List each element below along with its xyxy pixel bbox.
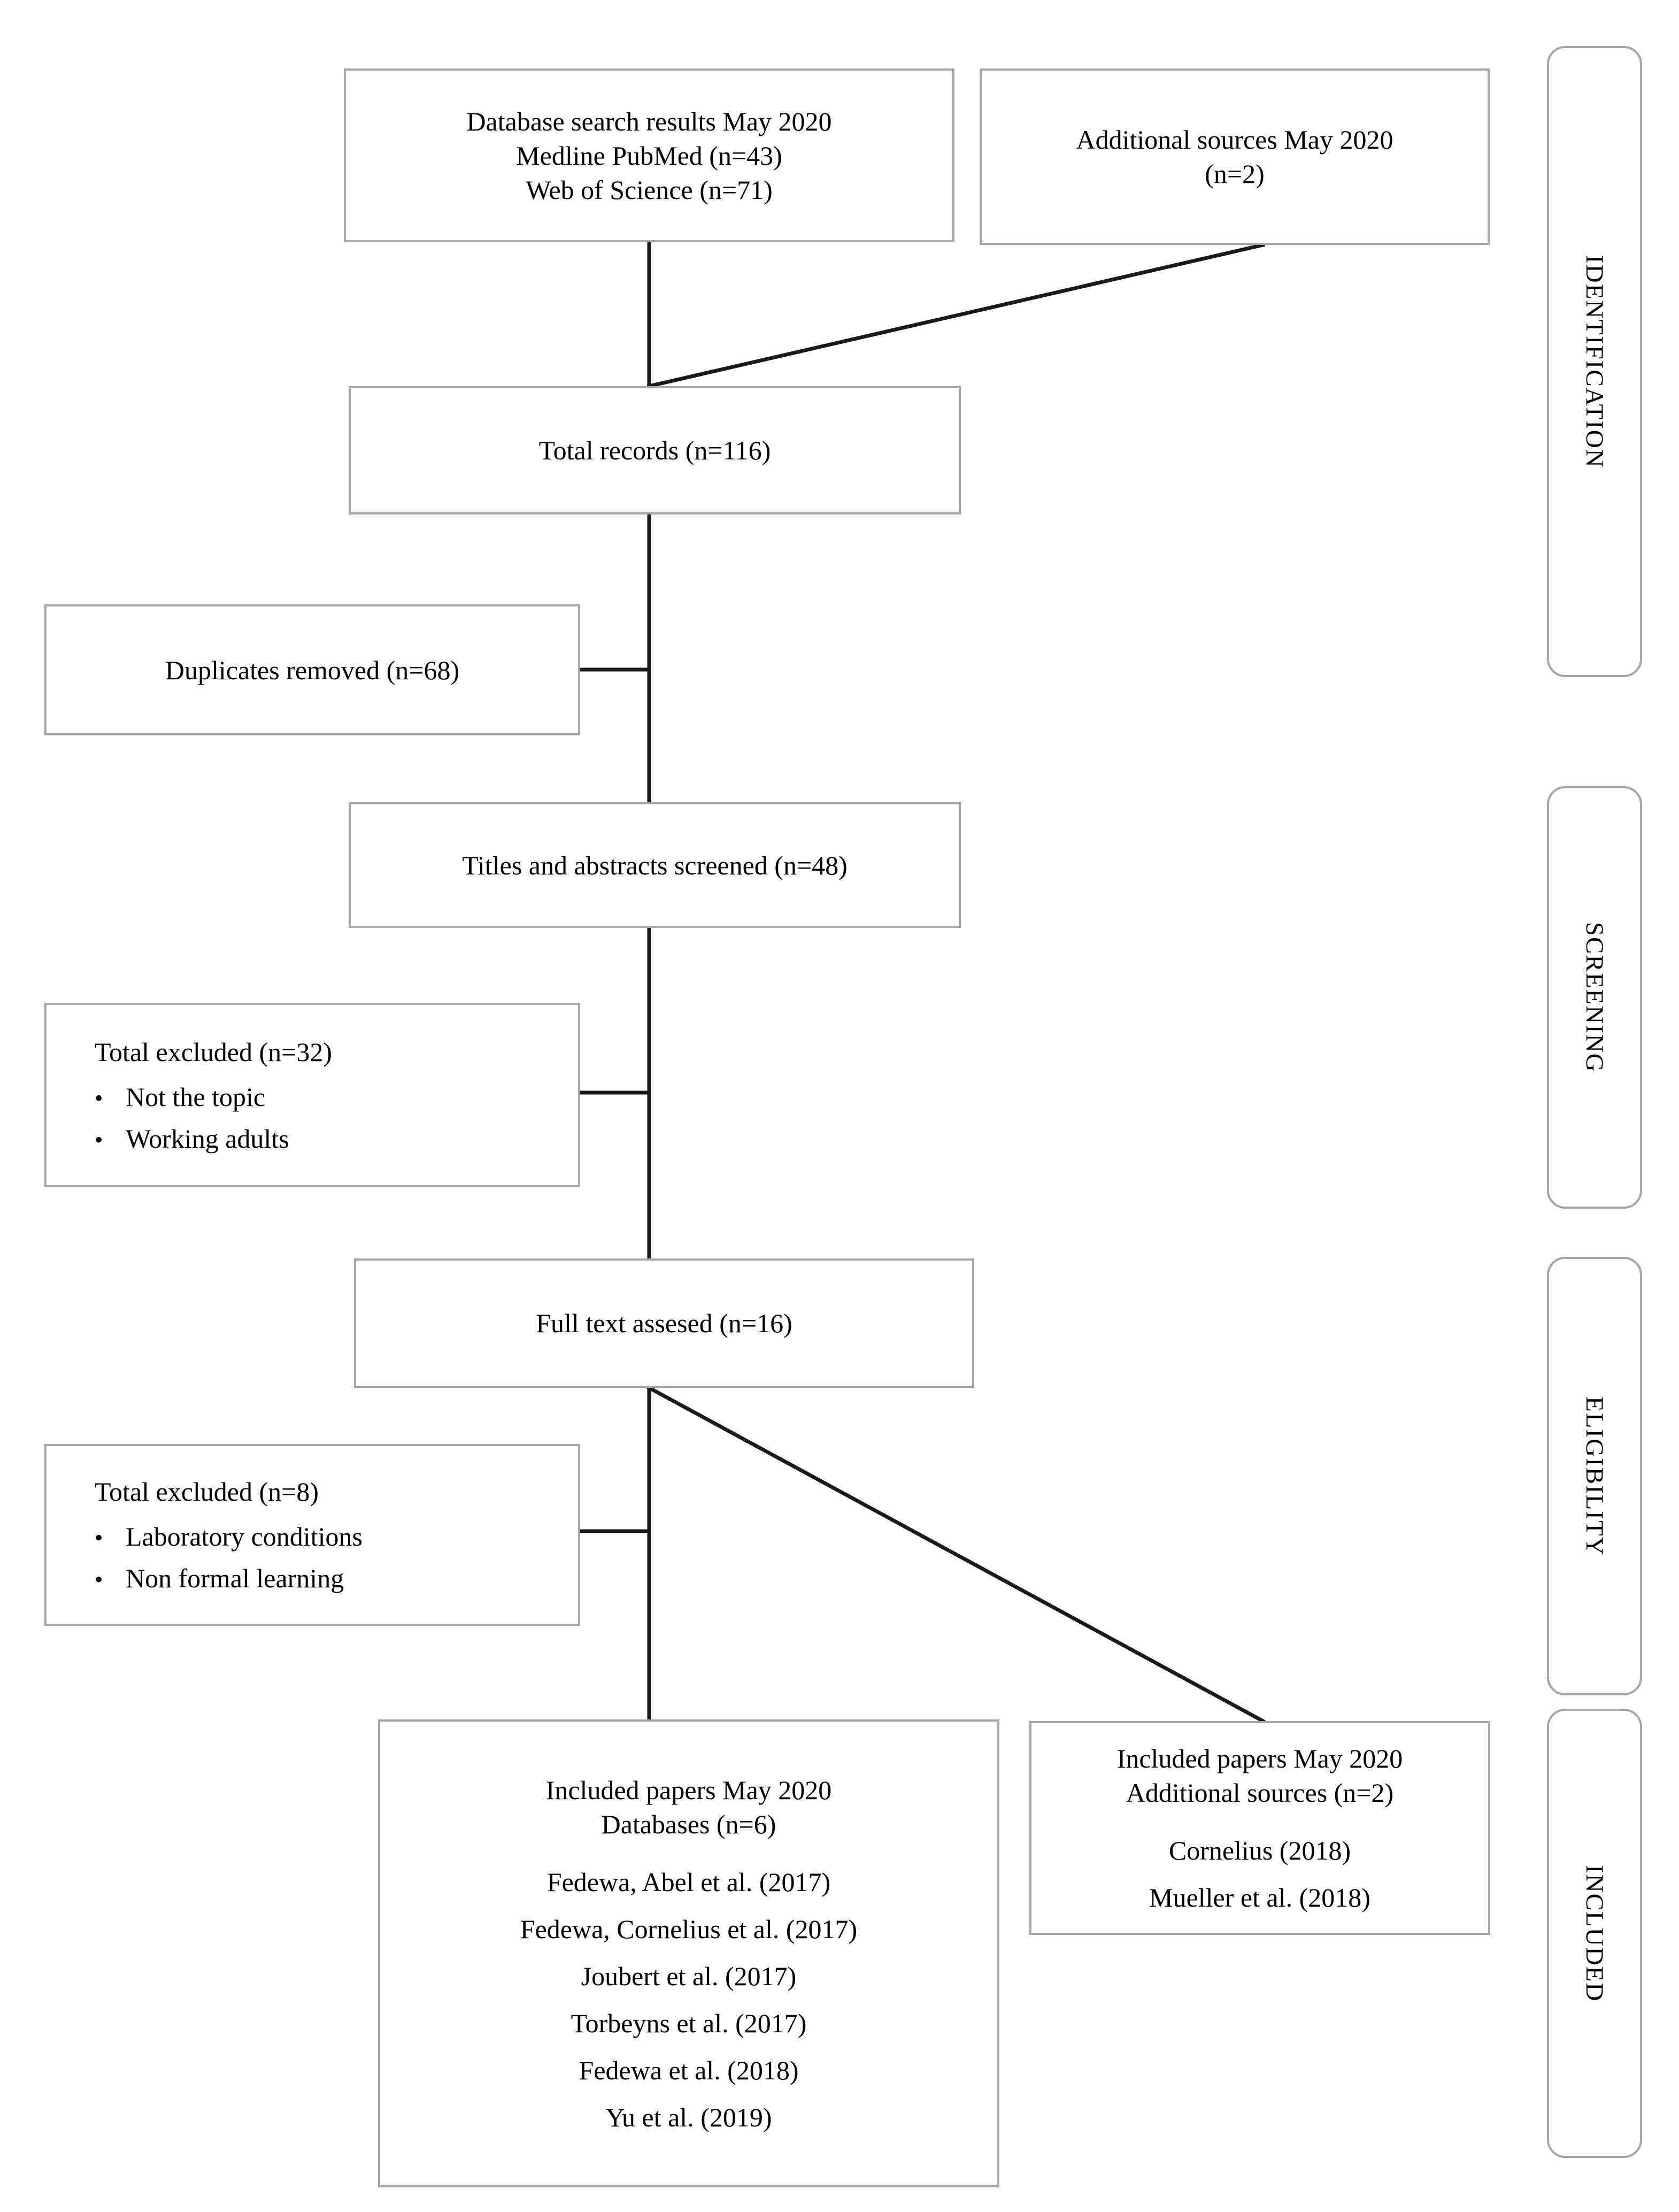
stage-screening-text: SCREENING [1581, 922, 1608, 1073]
stage-label-included: INCLUDED [1547, 1709, 1642, 2158]
box-included-databases: Included papers May 2020 Databases (n=6)… [378, 1719, 999, 2187]
list-item: • Not the topic [95, 1080, 289, 1114]
reference-item: Mueller et al. (2018) [1149, 1883, 1370, 1913]
list-item: • Laboratory conditions [95, 1519, 363, 1554]
full-text-line1: Full text assesed (n=16) [536, 1308, 792, 1338]
box-database-search: Database search results May 2020 Medline… [344, 68, 954, 242]
box-full-text: Full text assesed (n=16) [354, 1258, 974, 1388]
stage-included-text: INCLUDED [1581, 1864, 1608, 2002]
reference-item: Joubert et al. (2017) [581, 1961, 797, 1991]
database-search-line3: Web of Science (n=71) [526, 174, 773, 205]
additional-sources-line1: Additional sources May 2020 [1076, 125, 1393, 155]
excluded-screening-head: Total excluded (n=32) [95, 1036, 332, 1067]
additional-sources-line2: (n=2) [1205, 159, 1265, 189]
included-databases-line2: Databases (n=6) [601, 1809, 776, 1839]
total-records-line1: Total records (n=116) [538, 435, 771, 465]
database-search-line2: Medline PubMed (n=43) [516, 140, 782, 171]
connector-fulltext-to-additional [646, 1385, 1266, 1724]
list-item: • Working adults [95, 1122, 289, 1156]
included-additional-line1: Included papers May 2020 [1116, 1744, 1403, 1773]
reference-item: Fedewa, Cornelius et al. (2017) [520, 1914, 858, 1944]
excluded-screening-bullet-0: Not the topic [126, 1081, 266, 1112]
reference-item: Fedewa, Abel et al. (2017) [546, 1867, 831, 1897]
stage-label-identification: IDENTIFICATION [1547, 46, 1642, 677]
box-excluded-eligibility: Total excluded (n=8) • Laboratory condit… [44, 1444, 580, 1626]
excluded-eligibility-head: Total excluded (n=8) [95, 1477, 319, 1507]
box-duplicates-removed: Duplicates removed (n=68) [44, 604, 580, 735]
box-additional-sources: Additional sources May 2020 (n=2) [980, 68, 1490, 245]
box-included-additional: Included papers May 2020 Additional sour… [1029, 1721, 1490, 1935]
box-excluded-screening: Total excluded (n=32) • Not the topic • … [44, 1003, 580, 1187]
stage-identification-text: IDENTIFICATION [1581, 255, 1608, 468]
included-additional-line2: Additional sources (n=2) [1126, 1778, 1394, 1808]
bullet-icon: • [95, 1085, 103, 1111]
connector-additional-to-total [646, 242, 1266, 389]
reference-item: Fedewa et al. (2018) [579, 2055, 799, 2085]
titles-screened-line1: Titles and abstracts screened (n=48) [462, 850, 848, 880]
excluded-eligibility-bullet-0: Laboratory conditions [126, 1522, 363, 1552]
duplicates-removed-line1: Duplicates removed (n=68) [165, 655, 460, 685]
included-databases-references: Fedewa, Abel et al. (2017) Fedewa, Corne… [520, 1865, 857, 2134]
reference-item: Yu et al. (2019) [605, 2102, 772, 2132]
included-databases-line1: Included papers May 2020 [545, 1775, 832, 1805]
excluded-eligibility-bullets: • Laboratory conditions • Non formal lea… [95, 1512, 363, 1595]
bullet-icon: • [95, 1566, 103, 1593]
database-search-line1: Database search results May 2020 [466, 106, 832, 136]
excluded-eligibility-bullet-1: Non formal learning [126, 1563, 344, 1593]
list-item: • Non formal learning [95, 1561, 363, 1595]
included-additional-references: Cornelius (2018) Mueller et al. (2018) [1149, 1833, 1370, 1915]
box-titles-screened: Titles and abstracts screened (n=48) [349, 802, 961, 928]
stage-label-eligibility: ELIGIBILITY [1547, 1257, 1642, 1695]
bullet-icon: • [95, 1525, 103, 1551]
box-total-records: Total records (n=116) [349, 386, 961, 514]
reference-item: Torbeyns et al. (2017) [571, 2008, 807, 2038]
excluded-screening-bullets: • Not the topic • Working adults [95, 1072, 289, 1156]
excluded-screening-bullet-1: Working adults [126, 1123, 289, 1154]
reference-item: Cornelius (2018) [1168, 1835, 1351, 1865]
stage-label-screening: SCREENING [1547, 786, 1642, 1209]
stage-eligibility-text: ELIGIBILITY [1581, 1396, 1608, 1556]
bullet-icon: • [95, 1126, 103, 1153]
